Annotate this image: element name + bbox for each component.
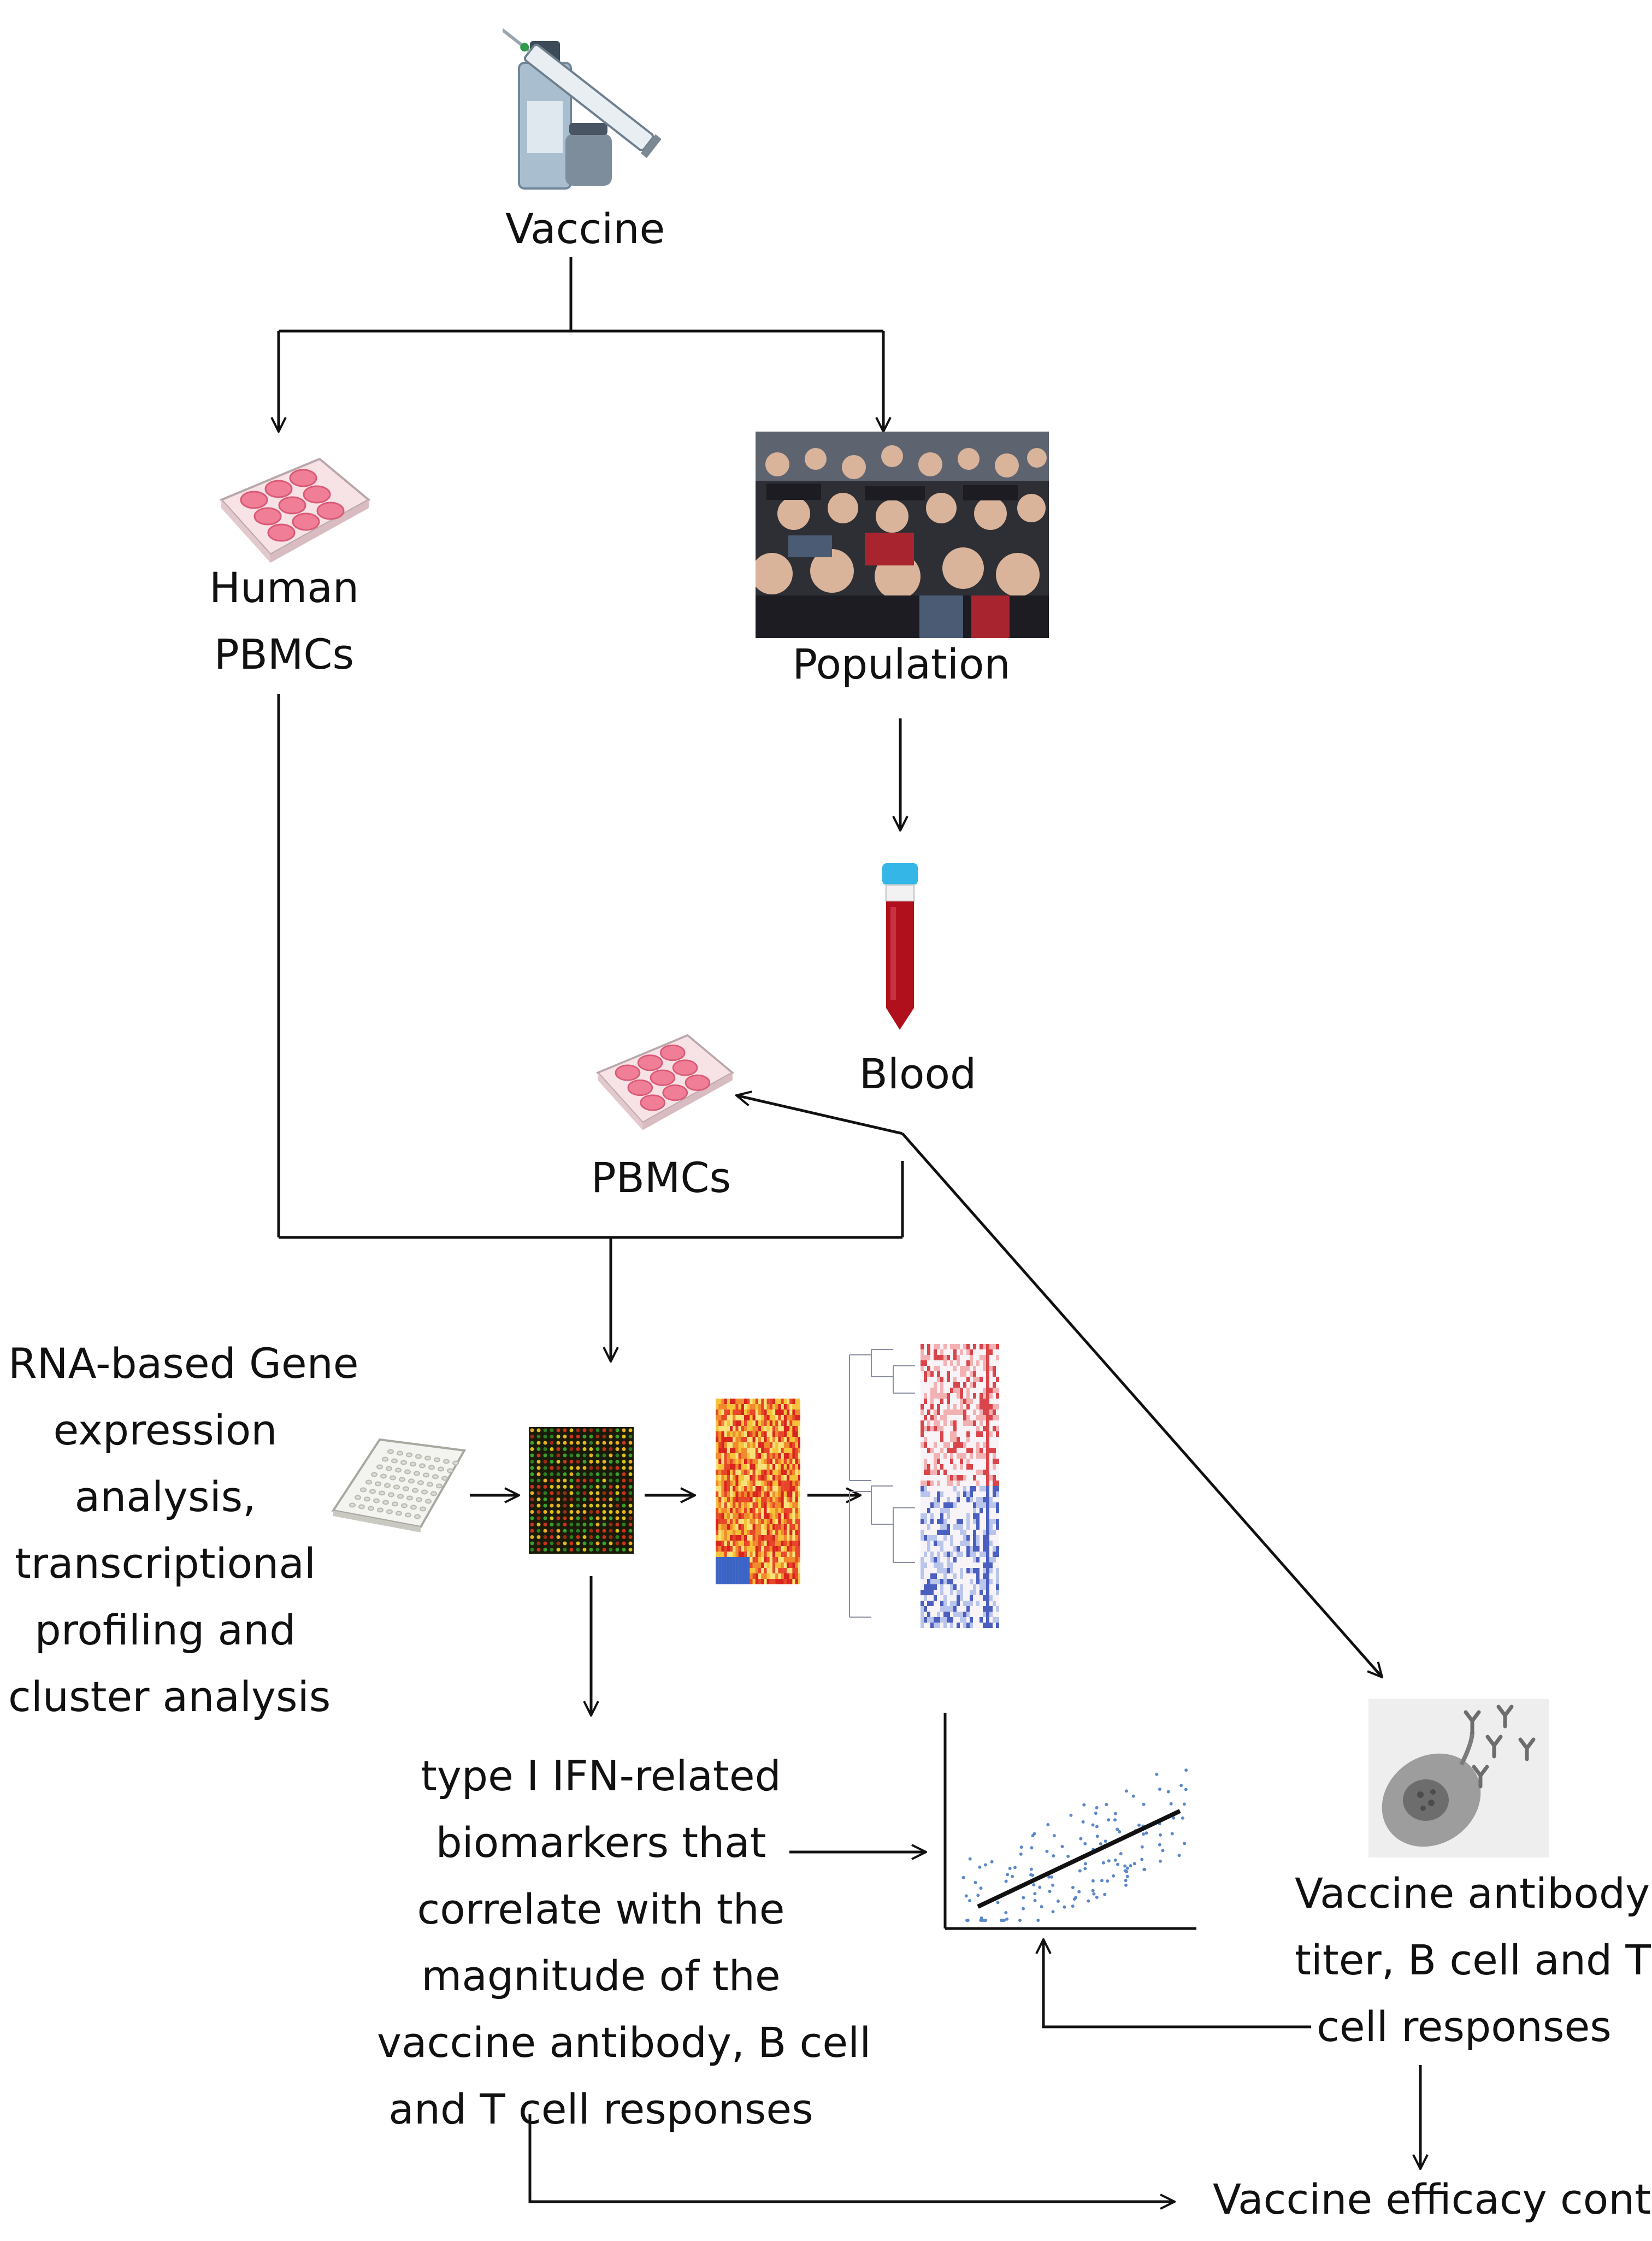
human-pbmcs-line-2: PBMCs	[214, 630, 355, 679]
rna-analysis-label: RNA-based Gene expression analysis, tran…	[8, 1330, 359, 1730]
efficacy-label: Vaccine efficacy control	[1213, 2175, 1652, 2224]
rna-analysis-line-2: expression	[53, 1406, 278, 1454]
biomarkers-line-2: biomarkers that	[435, 1818, 766, 1867]
biomarkers-label: type I IFN-related biomarkers that corre…	[377, 1743, 871, 2143]
responses-label: Vaccine antibody titer, B cell and T cel…	[1295, 1860, 1651, 2060]
cell-culture-plate-icon	[219, 457, 371, 563]
population-label: Population	[792, 640, 1011, 688]
rna-analysis-line-3: analysis,	[74, 1472, 256, 1521]
blood-tube-icon	[882, 863, 918, 1030]
human-pbmcs-label: Human PBMCs	[208, 555, 361, 688]
cluster-dendrogram-image	[849, 1344, 999, 1628]
blood-label: Blood	[859, 1049, 977, 1098]
pbmcs-label: PBMCs	[591, 1153, 731, 1202]
microarray-plate-icon	[331, 1438, 467, 1532]
microarray-image	[529, 1427, 634, 1554]
crowd-photo	[756, 432, 1049, 638]
responses-line-3: cell responses	[1317, 2002, 1612, 2051]
biomarkers-line-1: type I IFN-related	[421, 1751, 781, 1800]
rna-analysis-line-4: transcriptional	[14, 1539, 316, 1588]
biomarkers-line-3: correlate with the	[417, 1885, 785, 1933]
human-pbmcs-line-1: Human	[209, 563, 359, 612]
responses-line-2: titer, B cell and T	[1295, 1936, 1651, 1984]
pbmcs-culture-plate-icon	[596, 1034, 735, 1130]
biomarkers-line-4: magnitude of the	[421, 1951, 781, 2000]
responses-line-1: Vaccine antibody	[1295, 1869, 1650, 1918]
vaccine-vial-syringe-icon	[503, 23, 662, 190]
rna-analysis-line-5: profiling and	[34, 1606, 296, 1654]
biomarkers-line-5: vaccine antibody, B cell	[377, 2018, 871, 2067]
rna-analysis-line-6: cluster analysis	[8, 1672, 331, 1721]
b-cell-antibody-icon	[1368, 1699, 1549, 1857]
rna-analysis-line-1: RNA-based Gene	[8, 1339, 359, 1388]
vaccine-label: Vaccine	[505, 204, 665, 253]
heatmap-image	[716, 1399, 800, 1584]
biomarkers-line-6: and T cell responses	[388, 2085, 813, 2133]
correlation-scatter-plot	[943, 1713, 1196, 1930]
